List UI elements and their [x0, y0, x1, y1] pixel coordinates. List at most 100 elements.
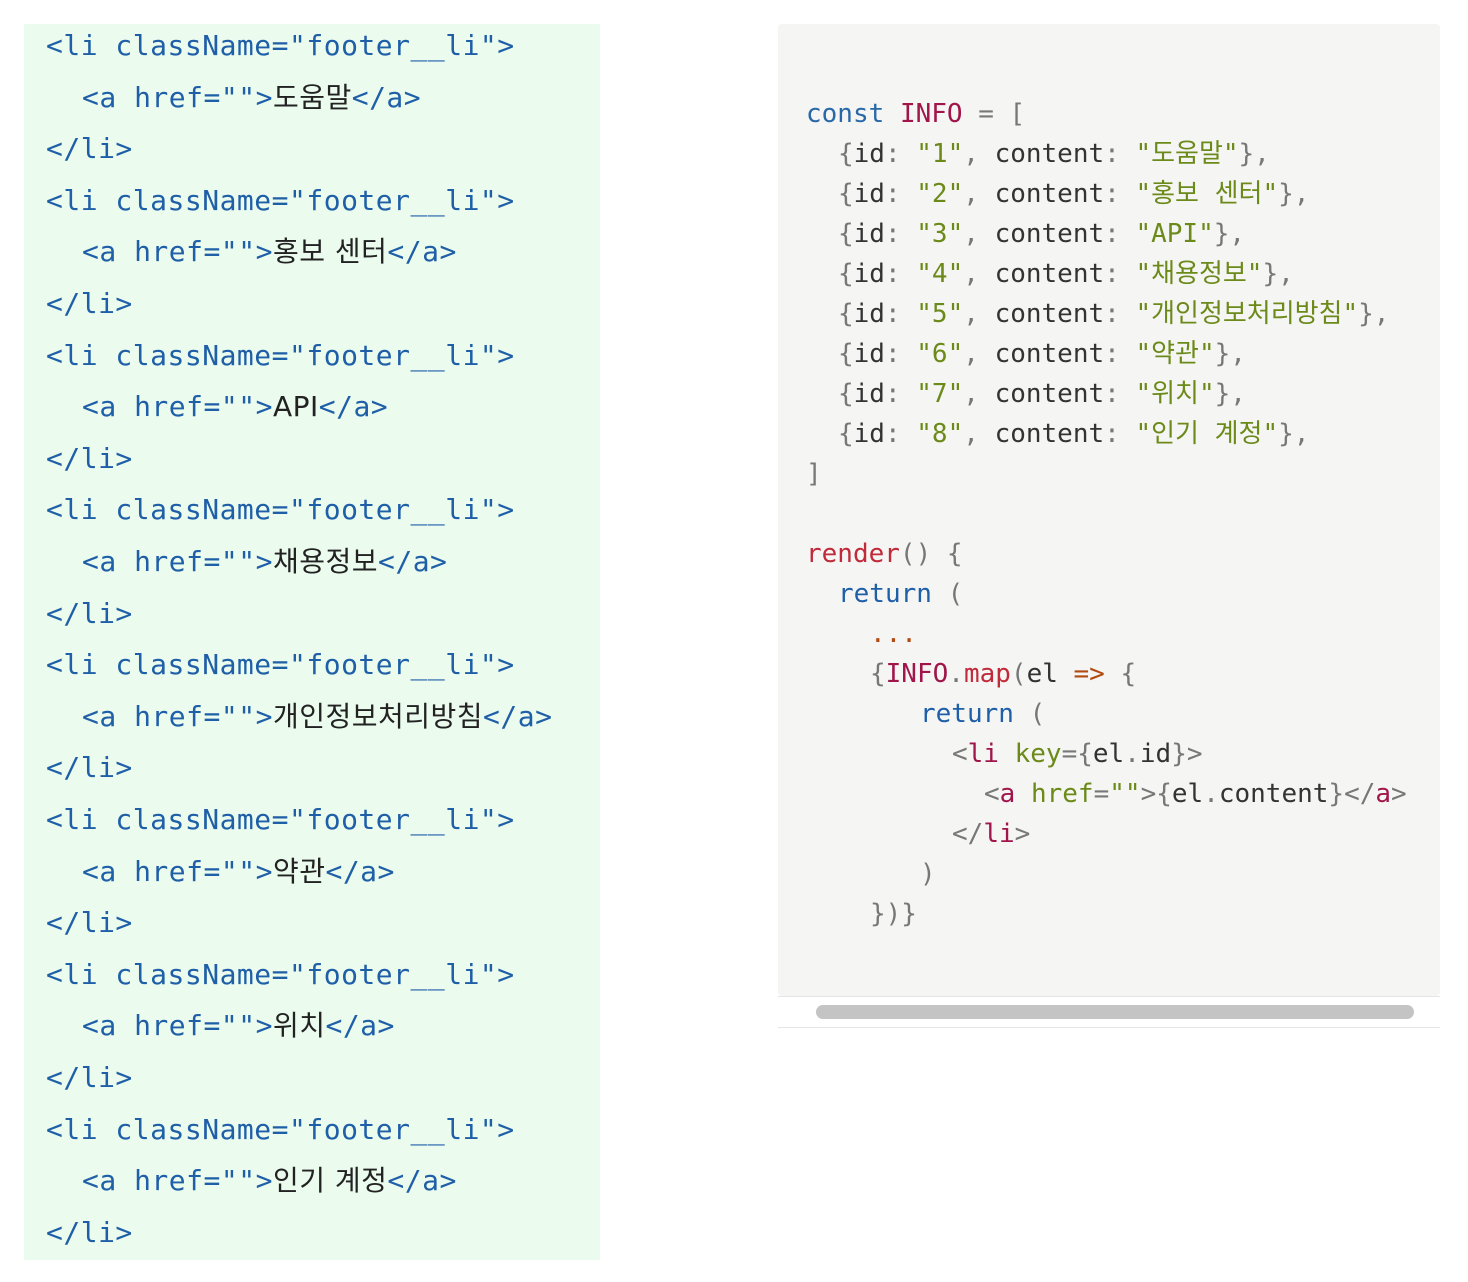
link-text: 위치: [272, 1009, 326, 1043]
info-item-line: {id: "1", content: "도움말"},: [838, 139, 1270, 169]
li-close-line: </li>: [46, 1058, 133, 1098]
li-close-text: </li>: [46, 1061, 133, 1094]
code-line-li-open: <li key={el.id}>: [952, 739, 1203, 769]
info-id: "8": [916, 419, 964, 449]
li-close-line: </li>: [46, 129, 133, 169]
li-open-line: <li className="footer__li">: [46, 800, 515, 840]
li-open-text: <li className="footer__li">: [46, 648, 515, 682]
li-close-text: </li>: [46, 751, 133, 785]
li-open-line: <li className="footer__li">: [46, 490, 515, 530]
a-open-text: <a href="">: [82, 854, 273, 888]
a-line: <a href="">인기 계정</a>: [82, 1161, 457, 1201]
a-close-text: </a>: [387, 235, 457, 269]
code-line-map: {INFO.map(el => {: [870, 659, 1137, 689]
link-text: 홍보 센터: [272, 235, 388, 269]
li-close-line: </li>: [46, 1213, 133, 1253]
code-line-li-close: </li>: [952, 819, 1031, 849]
info-item-line: {id: "2", content: "홍보 센터"},: [838, 179, 1310, 209]
info-item-line: {id: "7", content: "위치"},: [838, 379, 1246, 409]
info-content: "개인정보처리방침": [1135, 299, 1359, 329]
code-line-inner-return: return (: [920, 699, 1046, 729]
code-line-render: render() {: [806, 539, 963, 569]
li-close-line: </li>: [46, 748, 133, 788]
info-content: "약관": [1135, 339, 1215, 369]
info-id: "3": [916, 219, 964, 249]
a-close-text: </a>: [377, 545, 448, 578]
info-item-line: {id: "3", content: "API"},: [838, 219, 1246, 249]
a-close-text: </a>: [387, 1164, 457, 1198]
link-text: 개인정보처리방침: [272, 699, 484, 733]
a-line: <a href="">API</a>: [82, 387, 388, 427]
li-open-text: <li className="footer__li">: [46, 493, 515, 527]
info-item-line: {id: "5", content: "개인정보처리방침"},: [838, 299, 1390, 329]
link-text: API: [272, 390, 319, 424]
a-open-text: <a href="">: [82, 699, 273, 733]
li-close-text: </li>: [46, 906, 133, 940]
a-open-text: <a href="">: [82, 80, 273, 114]
li-close-text: </li>: [46, 596, 133, 630]
li-open-line: <li className="footer__li">: [46, 645, 515, 685]
info-id: "1": [916, 139, 964, 169]
a-line: <a href="">도움말</a>: [82, 78, 421, 118]
info-id: "2": [916, 179, 964, 209]
a-close-text: </a>: [325, 854, 395, 888]
info-item-line: {id: "8", content: "인기 계정"},: [838, 419, 1310, 449]
a-open-text: <a href="">: [82, 1164, 273, 1198]
scrollbar-thumb[interactable]: [816, 1005, 1414, 1019]
li-close-text: </li>: [46, 1215, 133, 1249]
a-open-text: <a href="">: [82, 545, 273, 578]
a-line: <a href="">위치</a>: [82, 1006, 395, 1046]
li-open-line: <li className="footer__li">: [46, 26, 515, 66]
a-close-text: </a>: [325, 1009, 395, 1043]
left-code-block: <li className="footer__li"><a href="">도움…: [24, 24, 600, 1260]
li-open-text: <li className="footer__li">: [46, 29, 515, 62]
right-code-block: const INFO = [ {id: "1", content: "도움말"}…: [778, 24, 1440, 996]
info-content: "홍보 센터": [1135, 179, 1279, 209]
li-open-line: <li className="footer__li">: [46, 336, 515, 376]
info-item-line: {id: "6", content: "약관"},: [838, 339, 1246, 369]
info-content: "위치": [1135, 379, 1215, 409]
li-open-text: <li className="footer__li">: [46, 183, 515, 217]
code-line-const: const INFO = [: [806, 99, 1026, 129]
li-close-line: </li>: [46, 284, 133, 324]
li-open-text: <li className="footer__li">: [46, 338, 515, 372]
a-open-text: <a href="">: [82, 390, 273, 424]
link-text: 약관: [272, 854, 326, 888]
a-line: <a href="">채용정보</a>: [82, 542, 447, 582]
code-line-paren-close: ): [920, 859, 936, 889]
li-close-text: </li>: [46, 441, 133, 475]
li-open-line: <li className="footer__li">: [46, 1110, 515, 1150]
a-close-text: </a>: [318, 390, 389, 424]
info-id: "6": [916, 339, 964, 369]
a-line: <a href="">홍보 센터</a>: [82, 232, 457, 272]
li-close-line: </li>: [46, 439, 133, 479]
li-open-text: <li className="footer__li">: [46, 957, 515, 991]
a-line: <a href="">약관</a>: [82, 852, 395, 892]
info-content: "API": [1135, 219, 1214, 249]
link-text: 도움말: [272, 80, 352, 114]
info-content: "인기 계정": [1135, 419, 1279, 449]
horizontal-scrollbar[interactable]: [778, 996, 1440, 1028]
a-close-text: </a>: [483, 699, 553, 733]
a-close-text: </a>: [351, 80, 422, 114]
code-line-close-bracket: ]: [806, 459, 822, 489]
a-open-text: <a href="">: [82, 235, 273, 269]
li-close-text: </li>: [46, 132, 133, 166]
li-open-line: <li className="footer__li">: [46, 955, 515, 995]
li-close-line: </li>: [46, 594, 133, 634]
link-text: 인기 계정: [272, 1164, 388, 1198]
code-line-map-close: })}: [870, 899, 917, 929]
li-close-text: </li>: [46, 287, 133, 320]
li-close-line: </li>: [46, 903, 133, 943]
a-line: <a href="">개인정보처리방침</a>: [82, 697, 552, 737]
li-open-line: <li className="footer__li">: [46, 181, 515, 221]
info-item-line: {id: "4", content: "채용정보"},: [838, 259, 1294, 289]
info-id: "5": [916, 299, 964, 329]
a-open-text: <a href="">: [82, 1009, 273, 1043]
info-content: "도움말": [1135, 139, 1239, 169]
info-id: "7": [916, 379, 964, 409]
link-text: 채용정보: [272, 545, 378, 578]
code-line-a: <a href="">{el.content}</a>: [984, 779, 1407, 809]
li-open-text: <li className="footer__li">: [46, 1112, 515, 1146]
li-open-text: <li className="footer__li">: [46, 803, 515, 836]
